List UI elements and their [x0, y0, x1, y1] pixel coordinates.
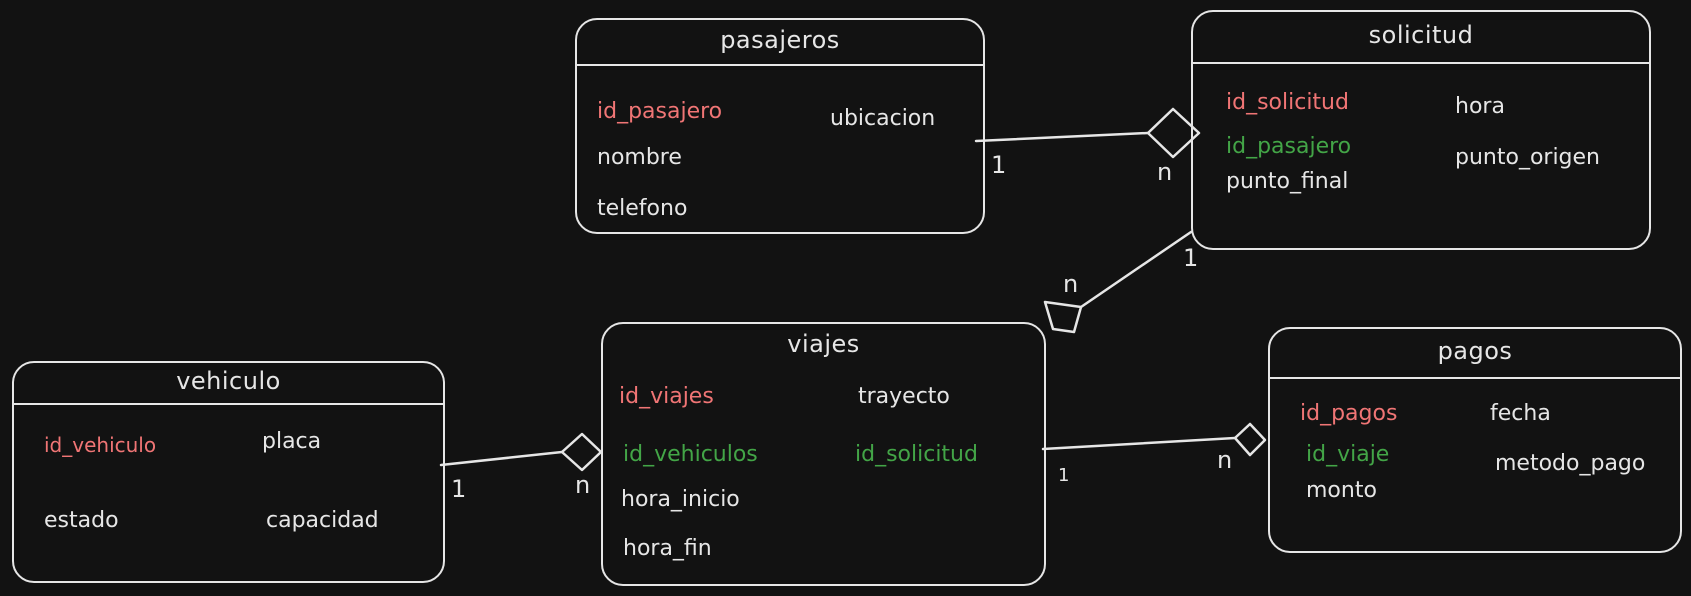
- attr: estado: [44, 508, 119, 533]
- diamond-solicitud-viajes: [1043, 300, 1083, 334]
- attr: punto_origen: [1455, 145, 1600, 170]
- cardinality-one-viajes: 1: [1058, 465, 1070, 486]
- attr: hora_inicio: [621, 487, 740, 512]
- link-pasajeros-solicitud: [974, 131, 1150, 143]
- entity-vehiculo: vehiculo id_vehiculo placa estado capaci…: [12, 361, 445, 583]
- attr: ubicacion: [830, 106, 936, 131]
- attr: monto: [1306, 478, 1377, 503]
- attr-primary-key: id_pagos: [1300, 401, 1398, 426]
- attr: punto_final: [1226, 169, 1349, 194]
- link-viajes-pagos: [1041, 436, 1237, 451]
- attr-primary-key: id_viajes: [619, 384, 714, 409]
- cardinality-many-viajes: n: [1063, 270, 1079, 298]
- attr: placa: [262, 429, 322, 454]
- attr: fecha: [1490, 401, 1551, 426]
- entity-solicitud: solicitud id_solicitud hora id_pasajero …: [1191, 10, 1651, 250]
- attr-primary-key: id_vehiculo: [44, 433, 157, 457]
- entity-pagos: pagos id_pagos fecha id_viaje metodo_pag…: [1268, 327, 1682, 553]
- diamond-vehiculo-viajes: [560, 432, 603, 472]
- cardinality-many-viajes: n: [575, 471, 591, 499]
- entity-title: viajes: [787, 330, 860, 358]
- cardinality-one-pasajeros: 1: [991, 151, 1007, 179]
- cardinality-one-solicitud: 1: [1183, 244, 1199, 272]
- attr-primary-key: id_solicitud: [1226, 90, 1349, 115]
- entity-pasajeros: pasajeros id_pasajero ubicacion nombre t…: [575, 18, 985, 234]
- entity-title: pasajeros: [577, 20, 983, 66]
- cardinality-many-pagos: n: [1217, 446, 1233, 474]
- diamond-pasajeros-solicitud: [1146, 107, 1201, 159]
- link-solicitud-viajes: [1079, 230, 1193, 309]
- attr-primary-key: id_pasajero: [597, 99, 723, 124]
- attr: nombre: [597, 145, 682, 170]
- diamond-viajes-pagos: [1233, 422, 1267, 457]
- cardinality-many-solicitud: n: [1157, 158, 1173, 186]
- attr: trayecto: [858, 384, 950, 409]
- link-vehiculo-viajes: [439, 450, 564, 467]
- entity-title: solicitud: [1193, 12, 1649, 64]
- attr-foreign-key: id_solicitud: [855, 442, 978, 467]
- entity-title: pagos: [1270, 329, 1680, 379]
- attr: hora_fin: [623, 536, 712, 561]
- attr: metodo_pago: [1495, 451, 1646, 476]
- attr-foreign-key: id_pasajero: [1226, 134, 1352, 159]
- attr: hora: [1455, 94, 1505, 119]
- attr-foreign-key: id_viaje: [1306, 442, 1390, 467]
- entity-title: vehiculo: [14, 363, 443, 405]
- cardinality-one-vehiculo: 1: [451, 475, 467, 503]
- entity-viajes: viajes id_viajes trayecto id_vehiculos i…: [601, 322, 1046, 586]
- attr: capacidad: [266, 508, 379, 533]
- attr: telefono: [597, 196, 688, 221]
- attr-foreign-key: id_vehiculos: [623, 442, 758, 467]
